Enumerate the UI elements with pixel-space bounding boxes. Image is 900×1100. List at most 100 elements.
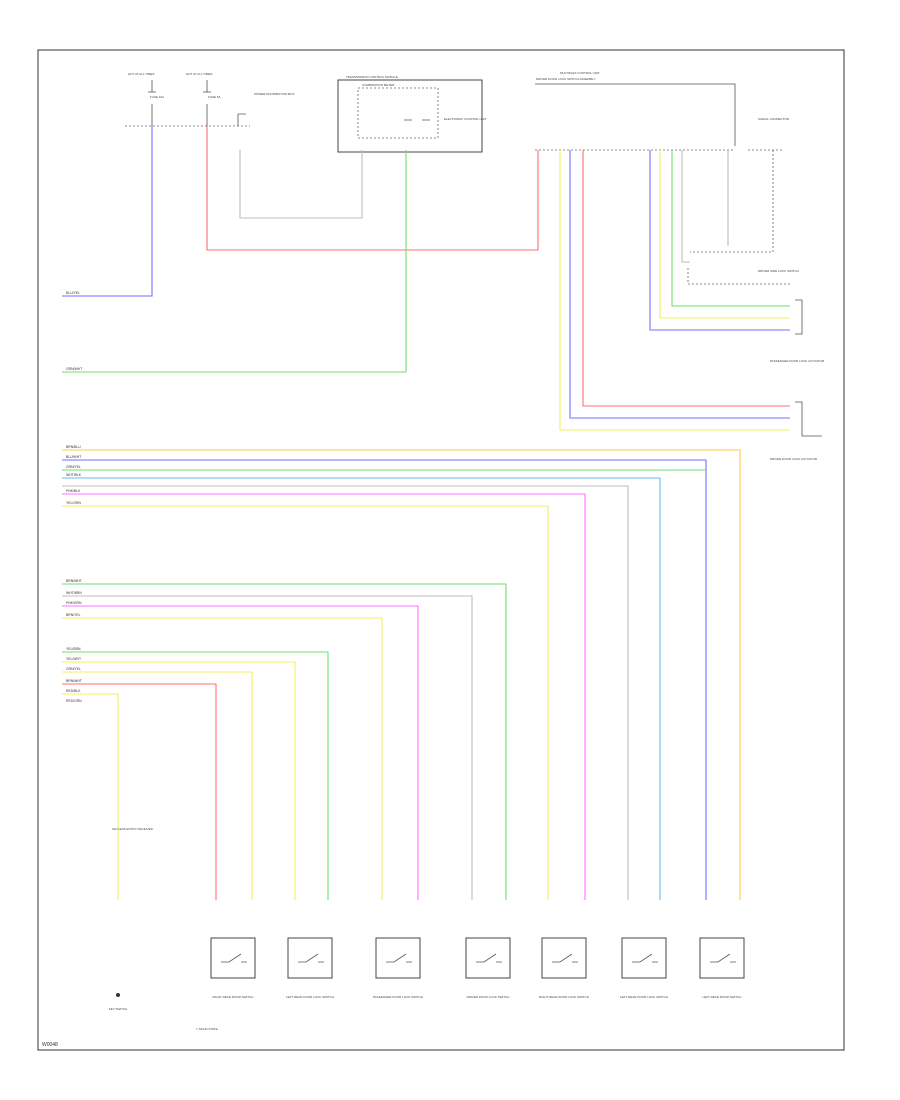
- wire-g4-4: [62, 617, 383, 900]
- fuse-left-label: FUSE 10A: [150, 95, 164, 99]
- switch-label-8: LEFT REAR DOOR SWITCH: [703, 995, 742, 999]
- harness-label-g3-2: BLU/WHT: [66, 455, 81, 459]
- harness-label-g3-4: WHT/BLK: [66, 473, 82, 477]
- wire-red-power: [206, 126, 539, 251]
- harness-label-g5-5: RED/BLK: [66, 689, 81, 693]
- fuse-symbol-left: [148, 80, 156, 126]
- fuse-symbol-right: [203, 80, 211, 126]
- switch-box-2: [210, 937, 256, 979]
- switch-box-7: [621, 937, 667, 979]
- switch-box-4: [375, 937, 421, 979]
- fuse-box-right-header: HOT AT ALL TIMES: [186, 72, 212, 76]
- wire-yellow-passenger: [559, 150, 790, 431]
- switch-label-7: LEFT REAR DOOR LOCK SWITCH: [620, 995, 668, 999]
- harness-label-g4-1: BRN/WHT: [66, 579, 82, 583]
- switch-icon-5: [476, 953, 502, 963]
- switch-icon-3: [298, 953, 324, 963]
- harness-label-g5-4: BRN/WHT: [66, 679, 82, 683]
- right-module-title: MULTIPLEX CONTROL UNIT: [560, 71, 600, 75]
- switch-label-1: KEY SWITCH: [109, 1007, 128, 1011]
- fuse-jumper: [237, 113, 246, 126]
- fuse-box-left-header: HOT AT ALL TIMES: [128, 72, 154, 76]
- wire-green-module: [62, 150, 407, 373]
- fuse-box: HOT AT ALL TIMES HOT AT ALL TIMES FUSE 1…: [125, 72, 295, 127]
- figure-code: W0048: [42, 1042, 58, 1048]
- harness-label-g4-2: WHT/BRN: [66, 591, 82, 595]
- wire-layer: [62, 126, 790, 900]
- harness-label-g3-1: BRN/BLU: [66, 445, 81, 449]
- switch-box-6: [541, 937, 587, 979]
- wire-g4-3: [62, 605, 419, 900]
- harness-label-g5-3: GRN/YEL: [66, 667, 81, 671]
- key-switch: KEYLESS ENTRY RECEIVER: [112, 827, 154, 997]
- harness-label-g3-3: GRN/YEL: [66, 465, 81, 469]
- switch-label-2: RIGHT REAR DOOR SWITCH: [213, 995, 254, 999]
- harness-label-g3-5: PNK/BLK: [66, 489, 81, 493]
- wire-g5-2: [62, 661, 296, 900]
- right-module-sub: DRIVER DOOR LOCK SWITCH ASSEMBLY: [536, 77, 595, 81]
- multiplex-module: MULTIPLEX CONTROL UNIT DRIVER DOOR LOCK …: [535, 71, 790, 253]
- wire-g3-gray: [62, 485, 629, 900]
- left-harness-labels: BLU/YEL GRN/WHT BRN/BLU BLU/WHT GRN/YEL WHT/B…: [66, 291, 82, 703]
- signal-connector-label: SIGNAL CONNECTOR: [758, 117, 790, 121]
- switch-box-8: [699, 937, 745, 979]
- switch-icon-4: [386, 953, 412, 963]
- signal-connector-line: [690, 149, 782, 253]
- right-component-2: PASSENGER DOOR LOCK ACTUATOR: [770, 359, 825, 363]
- wire-g4-2: [62, 595, 473, 900]
- wire-g3-1: [62, 449, 741, 900]
- wire-g5-1: [62, 651, 329, 900]
- wire-g5-4: [62, 683, 217, 900]
- wire-gray-lock: [681, 150, 690, 263]
- diagram-frame: [37, 49, 845, 1051]
- wire-blue-lock: [649, 150, 790, 331]
- switch-icon-2: [221, 953, 247, 963]
- wire-blue-passenger: [569, 150, 790, 419]
- switch-box-3: [287, 937, 333, 979]
- key-switch-ground-icon: [116, 993, 120, 997]
- switch-box-5: [465, 937, 511, 979]
- wire-red-passenger: [582, 150, 790, 407]
- switch-label-3: LEFT REAR DOOR LOCK SWITCH: [286, 995, 334, 999]
- module-inner-box: [357, 87, 439, 139]
- fuse-box-note: POWER DISTRIBUTION BOX: [254, 92, 295, 96]
- key-switch-note: KEYLESS ENTRY RECEIVER: [112, 827, 154, 831]
- wire-g3-6: [62, 505, 549, 900]
- wire-blue-fuse: [62, 126, 153, 297]
- wire-green-lock: [671, 150, 790, 307]
- harness-label-g3-6: YEL/GRN: [66, 501, 81, 505]
- switch-label-5: DRIVER DOOR LOCK SWITCH: [467, 995, 510, 999]
- wire-yellow-lock: [659, 150, 790, 319]
- right-bracket-3: [795, 401, 822, 437]
- module-title: TRANSMISSION CONTROL MODULE: [346, 75, 398, 79]
- harness-label-g4-4: BRN/YEL: [66, 613, 81, 617]
- harness-label-g2-1: GRN/WHT: [66, 367, 82, 371]
- harness-label-g5-1: YEL/BRN: [66, 647, 81, 651]
- module-box: [337, 79, 483, 153]
- wire-gray-fuse-jumper: [239, 150, 363, 219]
- wire-g3-5: [62, 493, 586, 900]
- right-component-1: DRIVER SIDE LOCK SWITCH: [758, 269, 799, 273]
- wire-g3-4: [62, 477, 661, 900]
- switch-icon-7: [632, 953, 658, 963]
- right-component-3: DRIVER DOOR LOCK ACTUATOR: [770, 457, 818, 461]
- wire-g5-3: [62, 671, 253, 900]
- module-note: ELECTRONIC CONTROL UNIT: [444, 117, 487, 121]
- right-bracket-2: [795, 299, 803, 335]
- switch-icon-8: [710, 953, 736, 963]
- module-sub: COMBINATION METER: [362, 83, 395, 87]
- harness-label-g1-1: BLU/YEL: [66, 291, 80, 295]
- harness-label-g5-6: RED/GRN: [66, 699, 82, 703]
- harness-label-g4-3: PNK/GRN: [66, 601, 82, 605]
- bottom-switches: KEY SWITCH RIGHT REAR DOOR SWITCH LEFT REA…: [109, 937, 745, 1011]
- right-module-outline: [535, 83, 736, 146]
- wire-g5-5: [62, 693, 119, 900]
- fuse-right-label: FUSE 5A: [208, 95, 221, 99]
- switch-icon-6: [552, 953, 578, 963]
- harness-label-g5-2: YEL/WHT: [66, 657, 81, 661]
- transmission-module: TRANSMISSION CONTROL MODULE COMBINATION …: [337, 75, 487, 153]
- right-bracket-1: [687, 268, 790, 285]
- wire-g4-1: [62, 583, 507, 900]
- wire-g3-2: [62, 459, 707, 900]
